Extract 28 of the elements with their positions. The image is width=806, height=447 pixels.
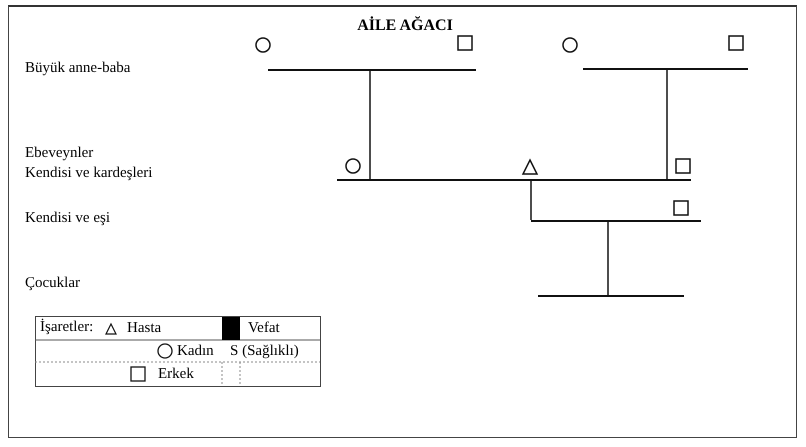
pedigree-line	[531, 220, 701, 222]
legend-text: Vefat	[248, 319, 280, 337]
legend-text: Kadın	[177, 342, 214, 360]
row-label: Kendisi ve eşi	[25, 209, 110, 227]
row-label: Kendisi ve kardeşleri	[25, 164, 152, 182]
male-symbol	[728, 35, 744, 51]
row-label: Büyük anne-baba	[25, 59, 130, 77]
pedigree-line	[666, 70, 668, 179]
pedigree-line	[369, 71, 371, 179]
legend-text: Erkek	[158, 365, 194, 383]
pedigree-line	[268, 69, 476, 71]
pedigree-line	[337, 179, 691, 181]
female-symbol	[345, 158, 361, 174]
pedigree-line	[538, 295, 684, 297]
row-label: Çocuklar	[25, 274, 80, 292]
male-symbol	[673, 200, 689, 216]
pedigree-line	[607, 222, 609, 295]
row-label: Ebeveynler	[25, 144, 94, 162]
legend-heading: İşaretler:	[40, 318, 94, 336]
male-symbol	[675, 158, 691, 174]
female-symbol	[562, 37, 578, 53]
female-symbol	[255, 37, 271, 53]
male-symbol	[457, 35, 473, 51]
title: AİLE AĞACI	[357, 17, 453, 35]
legend-text: Hasta	[127, 319, 162, 337]
pedigree-line	[583, 68, 748, 70]
patient-symbol	[522, 159, 538, 175]
legend-text: S (Sağlıklı)	[230, 342, 299, 360]
